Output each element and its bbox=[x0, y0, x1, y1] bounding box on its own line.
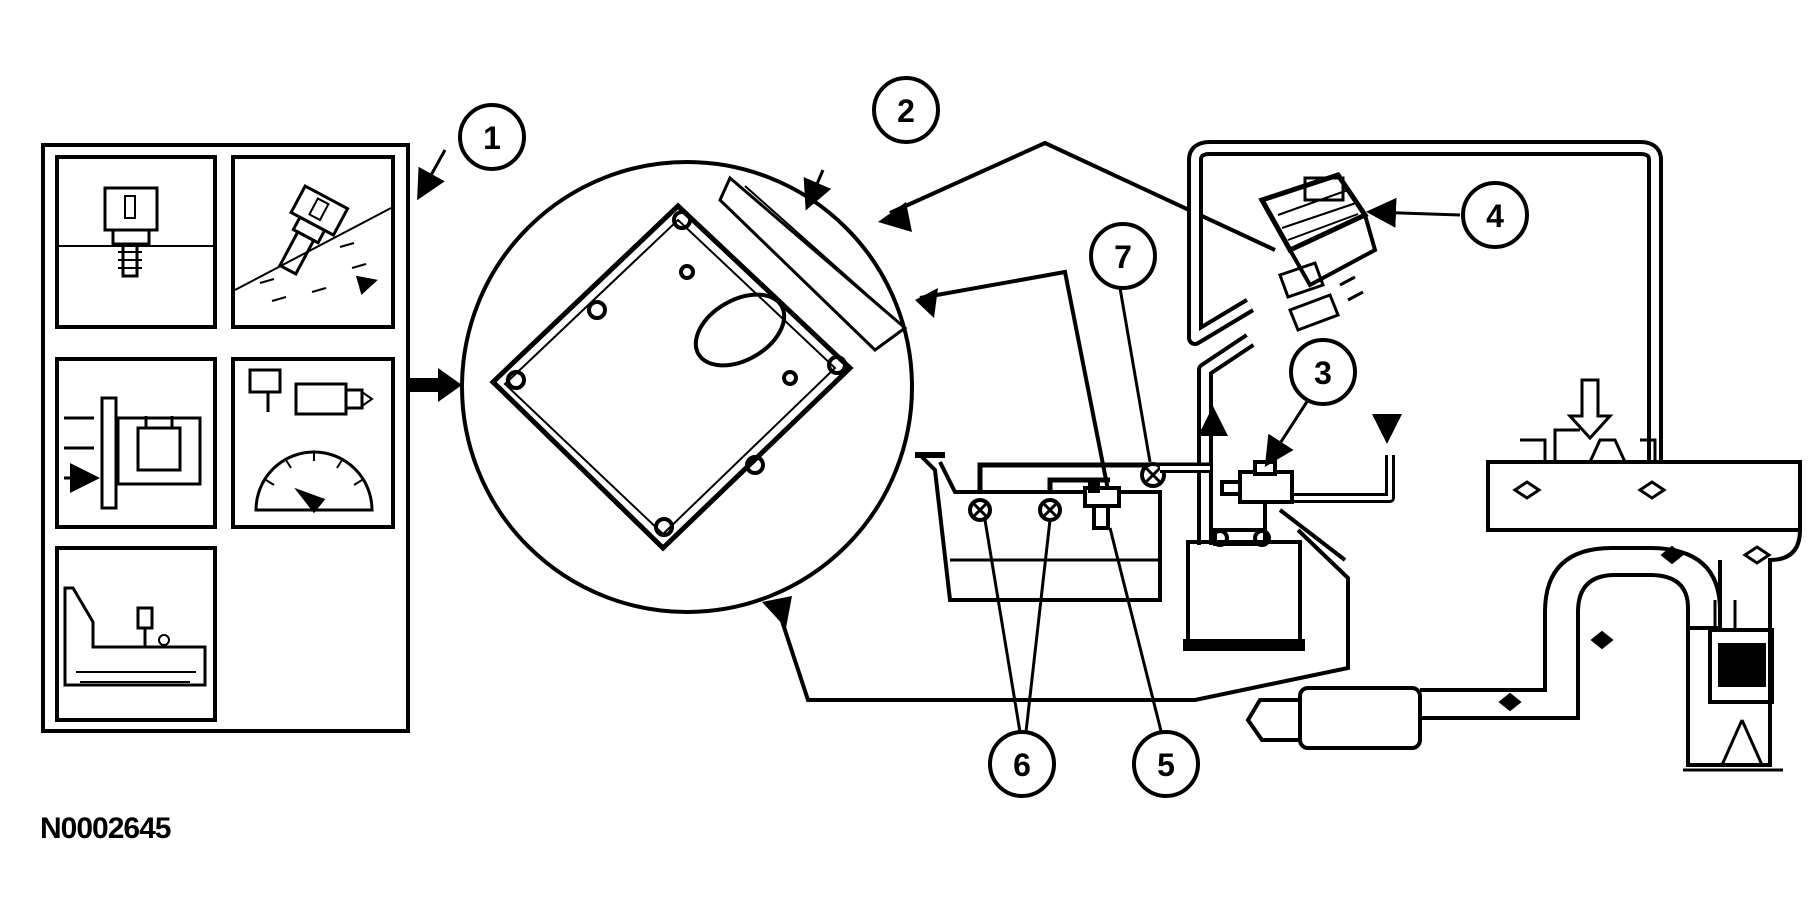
callout-3-leader bbox=[1264, 396, 1312, 468]
vapor-valve-icon bbox=[968, 498, 992, 522]
callout-7-leader bbox=[1118, 287, 1152, 463]
vapor-valve-icon bbox=[1038, 498, 1062, 522]
callout-7-number: 7 bbox=[1114, 239, 1132, 275]
callout-1-number: 1 bbox=[483, 120, 501, 156]
air-temp-sensor-icon bbox=[231, 155, 395, 329]
catalytic-converter-icon bbox=[1298, 686, 1422, 750]
tank-signal-arrow bbox=[762, 596, 792, 628]
fuel-level-sensor-icon bbox=[55, 546, 217, 722]
callout-7: 7 bbox=[1089, 222, 1157, 463]
signal-lines bbox=[778, 140, 1350, 702]
pcm-magnifier-circle bbox=[460, 160, 914, 614]
callout-1: 1 bbox=[458, 103, 526, 171]
intake-manifold bbox=[1486, 378, 1802, 532]
figure-id-label: N0002645 bbox=[40, 812, 171, 845]
callout-6-number: 6 bbox=[1013, 747, 1031, 783]
engine-cylinder bbox=[1683, 462, 1802, 772]
pcm-module bbox=[460, 160, 914, 614]
maf-sensor-icon bbox=[55, 357, 217, 529]
vapor-blocking-valve bbox=[1140, 462, 1166, 488]
callout-4-number: 4 bbox=[1486, 198, 1504, 234]
speed-sensor-icon bbox=[231, 357, 395, 529]
callout-4: 4 bbox=[1461, 181, 1529, 249]
callout-4-leader bbox=[1366, 197, 1461, 228]
flow-arrows bbox=[1198, 406, 1402, 444]
fuel-tank-pressure-sensor bbox=[1083, 481, 1121, 530]
callout-3-number: 3 bbox=[1314, 355, 1332, 391]
tank-sensor-signal-line bbox=[778, 528, 1350, 702]
callout-5: 5 bbox=[1108, 527, 1200, 798]
callout-6: 6 bbox=[983, 519, 1056, 798]
fuel-tank bbox=[915, 452, 1210, 602]
egr-signal-arrow bbox=[878, 202, 912, 232]
callout-6-leader bbox=[983, 519, 1052, 733]
callout-1-leader bbox=[417, 149, 447, 201]
vapor-valves bbox=[968, 498, 1062, 522]
callout-5-number: 5 bbox=[1157, 747, 1175, 783]
panel-to-pcm-arrow bbox=[410, 368, 462, 402]
callout-5-leader bbox=[1108, 527, 1164, 736]
callout-2-leader bbox=[803, 169, 832, 211]
map-sensor-icon bbox=[55, 155, 217, 329]
canister-purge-valve bbox=[1220, 460, 1294, 514]
egr-valve bbox=[1258, 172, 1461, 332]
evap-canister bbox=[1183, 508, 1347, 651]
sensor-panel bbox=[41, 143, 447, 733]
purge-signal-arrow bbox=[915, 288, 938, 318]
egr-signal-line bbox=[889, 140, 1276, 252]
exhaust-system bbox=[1245, 545, 1722, 750]
callout-3: 3 bbox=[1289, 338, 1357, 406]
callout-2-number: 2 bbox=[897, 93, 915, 129]
callout-2: 2 bbox=[872, 76, 940, 144]
purge-signal-line bbox=[919, 269, 1112, 501]
sensor-panel-frame bbox=[41, 143, 410, 733]
